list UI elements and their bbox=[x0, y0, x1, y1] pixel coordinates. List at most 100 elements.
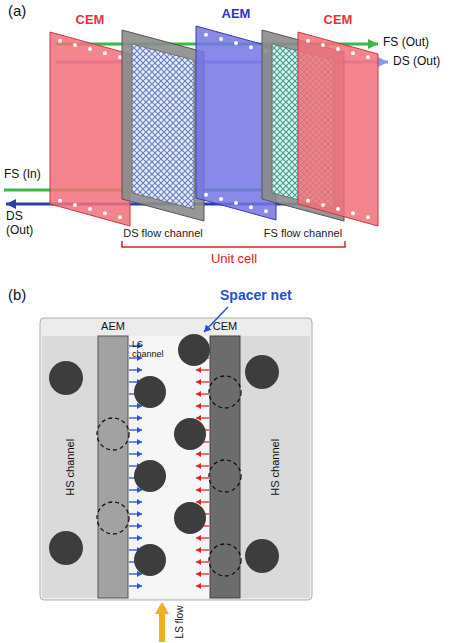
flow-label-text: LS flow bbox=[174, 606, 186, 639]
node-label: HS channel bbox=[64, 439, 77, 496]
cation-exchange-membrane: CEM bbox=[50, 12, 130, 226]
node-label: CEM bbox=[324, 13, 353, 28]
spacer-filament bbox=[49, 531, 83, 565]
cation-flux-arrow bbox=[196, 477, 209, 478]
cation-flux-arrow bbox=[196, 561, 209, 562]
port-hole bbox=[249, 45, 253, 49]
cation-flux-arrow bbox=[196, 501, 209, 502]
spacer-filament bbox=[134, 460, 166, 492]
membrane-face bbox=[50, 32, 130, 226]
membrane-sheet bbox=[50, 12, 130, 226]
anion-flux-arrow bbox=[129, 369, 142, 370]
port-hole bbox=[366, 215, 370, 219]
node-label: CEM bbox=[76, 13, 105, 28]
panel-letter: (b) bbox=[8, 286, 26, 303]
cation-flux-arrow bbox=[196, 537, 209, 538]
cation-flux-arrow bbox=[196, 489, 209, 490]
ls-flow-arrow bbox=[159, 606, 165, 642]
port-hole bbox=[336, 207, 340, 211]
spacer-filaments bbox=[49, 334, 279, 576]
frame-gasket bbox=[122, 30, 204, 221]
node-label: LS channel bbox=[132, 339, 168, 360]
hs-channel: HS channel bbox=[240, 336, 310, 598]
cation-flux-arrow bbox=[196, 393, 209, 394]
anion-flux-arrow bbox=[129, 585, 142, 586]
hidden-filaments bbox=[97, 376, 241, 576]
node-label: AEM bbox=[222, 7, 251, 22]
hidden-filament bbox=[209, 460, 241, 492]
node-label: CEM bbox=[213, 320, 237, 333]
anion-flux-arrow bbox=[129, 489, 142, 490]
port-hole bbox=[306, 199, 310, 203]
unit-cell-bracket bbox=[122, 241, 345, 247]
port-hole bbox=[58, 39, 62, 43]
port-hole bbox=[234, 41, 238, 45]
cation-flux-arrow bbox=[196, 381, 209, 382]
cation-flux-arrow bbox=[196, 405, 209, 406]
anion-flux-arrow bbox=[129, 441, 142, 442]
callout-label: Spacer net bbox=[220, 287, 292, 303]
port-label: FS (Out) bbox=[383, 36, 429, 50]
section-frame bbox=[40, 318, 312, 600]
panel-letter: (a) bbox=[8, 2, 26, 19]
anion-flux-arrow bbox=[129, 501, 142, 502]
port-hole bbox=[306, 39, 310, 43]
flow-channel-spacer: DS flow channel bbox=[122, 30, 204, 242]
port-hole bbox=[204, 193, 208, 197]
port-hole bbox=[336, 47, 340, 51]
node-label: AEM bbox=[101, 320, 125, 333]
cation-flux-arrow bbox=[196, 585, 209, 586]
node-label: DS flow channel bbox=[123, 227, 203, 240]
anion-flux-arrow bbox=[129, 453, 142, 454]
port-hole bbox=[249, 205, 253, 209]
port-label: DS (Out) bbox=[393, 55, 440, 69]
port-label: DS (Out) bbox=[6, 210, 40, 238]
node-label: HS channel bbox=[269, 439, 282, 496]
port-hole bbox=[88, 207, 92, 211]
port-label-text: FS (In) bbox=[4, 168, 41, 182]
spacer-filament bbox=[174, 418, 206, 450]
anion-flux-arrow bbox=[129, 573, 142, 574]
spacer-frame bbox=[122, 30, 204, 242]
port-label: FS (In) bbox=[4, 168, 41, 182]
unit-cell-label: Unit cell bbox=[211, 252, 257, 267]
spacer-filament bbox=[174, 502, 206, 534]
hidden-filament bbox=[97, 418, 129, 450]
port-hole bbox=[118, 215, 122, 219]
spacer-mesh bbox=[132, 44, 194, 209]
hidden-filament bbox=[209, 544, 241, 576]
port-hole bbox=[88, 47, 92, 51]
panel-letter-text: (a) bbox=[8, 2, 26, 19]
cation-flux-arrow bbox=[196, 573, 209, 574]
anion-flux-arrow bbox=[129, 513, 142, 514]
hidden-filament bbox=[209, 376, 241, 408]
cation-exchange-membrane: CEM bbox=[298, 12, 378, 226]
spacer-filament bbox=[134, 376, 166, 408]
node-label: FS flow channel bbox=[264, 227, 342, 240]
port-hole bbox=[103, 211, 107, 215]
port-hole bbox=[234, 201, 238, 205]
hidden-filament bbox=[97, 502, 129, 534]
port-hole bbox=[219, 197, 223, 201]
panel-letter-text: (b) bbox=[8, 286, 26, 303]
port-hole bbox=[118, 55, 122, 59]
anion-flux-arrow bbox=[129, 405, 142, 406]
anion-flux-arrow bbox=[129, 417, 142, 418]
port-hole bbox=[103, 51, 107, 55]
port-hole bbox=[351, 51, 355, 55]
cation-flux-arrow bbox=[196, 453, 209, 454]
anion-flux-arrow bbox=[129, 537, 142, 538]
callout-label-text: Spacer net bbox=[220, 287, 292, 303]
membrane-sheet bbox=[298, 12, 378, 226]
membrane-face bbox=[298, 32, 378, 226]
unit-cell-label-text: Unit cell bbox=[211, 252, 257, 267]
hs-channel-fill bbox=[240, 336, 310, 598]
anion-flux-arrow bbox=[129, 429, 142, 430]
port-label-text: FS (Out) bbox=[383, 36, 429, 50]
port-hole bbox=[204, 33, 208, 37]
flow-label: LS flow bbox=[174, 606, 186, 639]
anion-exchange-membrane: AEM bbox=[94, 319, 132, 598]
cation-flux-arrow bbox=[196, 549, 209, 550]
port-hole bbox=[219, 37, 223, 41]
